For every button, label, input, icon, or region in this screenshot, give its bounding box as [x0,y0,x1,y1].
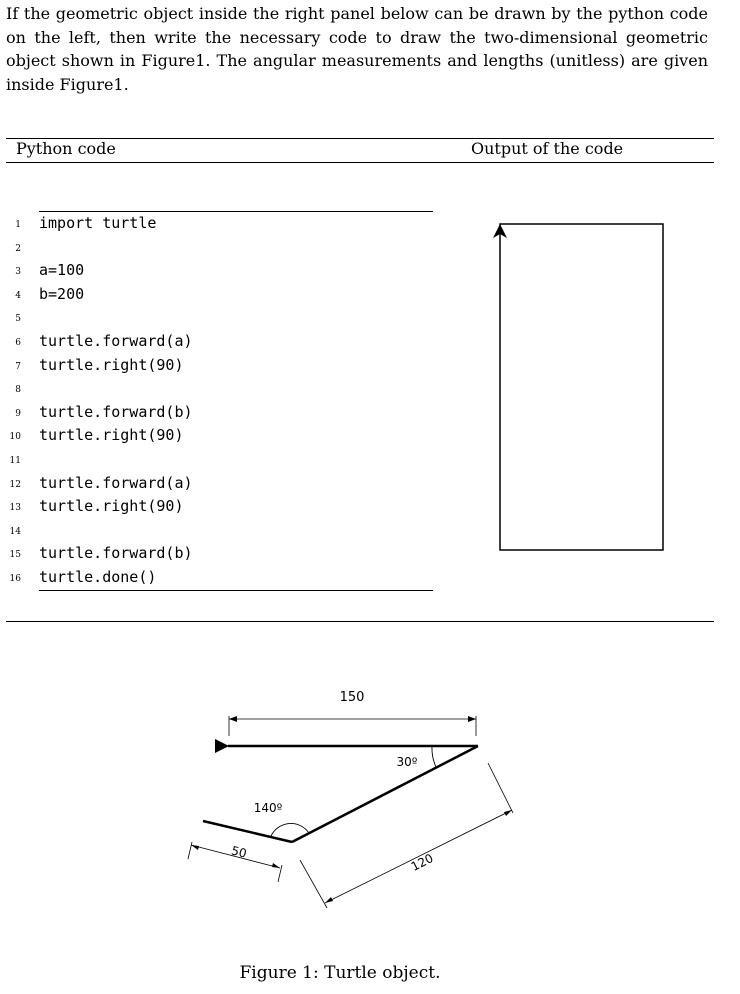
code-line-number: 12 [9,479,21,490]
dimension-line-120 [324,809,513,904]
code-line-text: turtle.forward(a) [39,332,193,350]
table-bottom-rule [6,621,714,622]
code-line-number: 1 [15,220,21,230]
code-line-number: 10 [9,432,21,443]
code-line-number: 2 [15,243,21,254]
code-line-number: 11 [9,456,21,466]
header-output-of-code: Output of the code [471,139,624,158]
angle-arc-30 [431,745,437,768]
label-50: 50 [230,843,248,860]
dimension-line-50 [190,844,281,869]
problem-statement: If the geometric object inside the right… [6,4,708,94]
label-120: 120 [409,851,436,874]
code-line-number: 14 [9,526,21,537]
code-line-text: import turtle [39,214,157,232]
diagonal-segment [291,744,479,844]
code-line-text: turtle.done() [39,568,157,586]
code-line-number: 7 [15,361,21,372]
code-line-text: turtle.right(90) [39,426,184,445]
code-line-text: turtle.forward(b) [39,402,193,421]
code-line-number: 13 [9,503,21,514]
turtle-arrow-icon [215,739,229,753]
code-line-number: 8 [15,385,21,396]
code-top-rule [39,211,433,212]
code-line-text: b=200 [39,284,85,303]
code-line-text: turtle.forward(b) [39,544,193,563]
table-top-rule [6,138,714,139]
code-line-number: 6 [15,338,21,348]
figure-1-turtle-object: 150 30º 140º 50 120 [187,690,514,909]
code-line-number: 15 [9,550,21,561]
code-line-number: 4 [15,290,21,301]
code-line-text: turtle.right(90) [39,497,184,516]
header-python-code: Python code [16,139,116,158]
figure-caption: Figure 1: Turtle object. [239,963,441,983]
code-output-panel [493,223,664,551]
output-rectangle [499,223,664,551]
code-line-text: turtle.right(90) [39,355,184,374]
label-150: 150 [340,690,365,705]
code-line-text: turtle.forward(a) [39,473,193,492]
code-line-text: a=100 [39,261,85,280]
code-line-number: 9 [15,408,21,419]
turtle-arrow-icon [493,224,507,238]
angle-arc-140 [270,823,310,837]
table-header-rule [6,162,714,163]
code-bottom-rule [39,590,433,591]
short-segment [202,819,293,844]
label-angle-30: 30º [397,755,418,769]
label-angle-140: 140º [254,801,283,815]
code-line-number: 3 [15,267,21,278]
code-line-number: 5 [15,314,21,325]
code-line-number: 16 [9,574,21,584]
